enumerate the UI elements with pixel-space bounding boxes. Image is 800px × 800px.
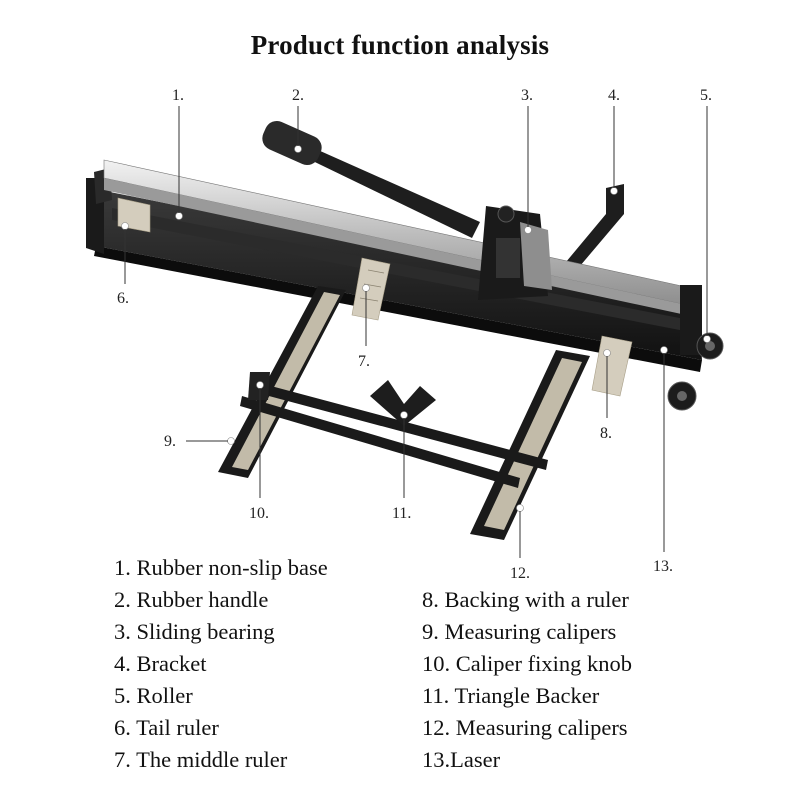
callout-7: 7. <box>358 353 370 370</box>
legend-right: 8. Backing with a ruler 9. Measuring cal… <box>422 584 632 776</box>
marker-6 <box>121 222 129 230</box>
legend-left: 1. Rubber non-slip base 2. Rubber handle… <box>114 552 328 776</box>
triangle-backer-part <box>370 380 436 426</box>
callout-labels: 1. 2. 3. 4. 5. 6. 7. 8. 9. 10. 11. 12. 1… <box>117 87 712 582</box>
legend-item: 3. Sliding bearing <box>114 619 275 644</box>
legend-item: 4. Bracket <box>114 651 207 676</box>
legend-item: 5. Roller <box>114 683 193 708</box>
handle-part <box>262 120 480 238</box>
legend-item: 11. Triangle Backer <box>422 683 600 708</box>
callout-3: 3. <box>521 87 533 104</box>
callout-10: 10. <box>249 505 269 522</box>
legend-item: 12. Measuring calipers <box>422 715 628 740</box>
legend-item: 10. Caliper fixing knob <box>422 651 632 676</box>
marker-4 <box>610 187 618 195</box>
marker-1 <box>175 212 183 220</box>
legend-item: 2. Rubber handle <box>114 587 269 612</box>
marker-12 <box>516 504 524 512</box>
right-extension-arm <box>470 350 590 540</box>
marker-dots <box>121 145 711 512</box>
legend-item: 7. The middle ruler <box>114 747 288 772</box>
page-title: Product function analysis <box>250 30 550 60</box>
base-groove <box>112 208 690 332</box>
legend-item: 8. Backing with a ruler <box>422 587 629 612</box>
legend-item: 9. Measuring calipers <box>422 619 617 644</box>
leader-lines <box>124 106 708 558</box>
callout-6: 6. <box>117 290 129 307</box>
callout-8: 8. <box>600 425 612 442</box>
marker-5 <box>703 335 711 343</box>
callout-9: 9. <box>164 433 176 450</box>
callout-2: 2. <box>292 87 304 104</box>
backing-ruler-part <box>591 335 633 397</box>
legend-item: 6. Tail ruler <box>114 715 219 740</box>
marker-7 <box>362 284 370 292</box>
middle-ruler-part <box>351 257 391 321</box>
callout-5: 5. <box>700 87 712 104</box>
marker-11 <box>400 411 408 419</box>
cutting-head-part <box>478 205 552 300</box>
marker-9 <box>227 437 235 445</box>
callout-4: 4. <box>608 87 620 104</box>
legend-item: 1. Rubber non-slip base <box>114 555 328 580</box>
marker-2 <box>294 145 302 153</box>
left-extension-arm <box>218 286 346 478</box>
callout-1: 1. <box>172 87 184 104</box>
bracket-part <box>566 184 624 266</box>
callout-11: 11. <box>392 505 411 522</box>
legend-item: 13.Laser <box>422 747 501 772</box>
marker-3 <box>524 226 532 234</box>
callout-13: 13. <box>653 558 673 575</box>
marker-13 <box>660 346 668 354</box>
marker-10 <box>256 381 264 389</box>
callout-12: 12. <box>510 565 530 582</box>
marker-8 <box>603 349 611 357</box>
